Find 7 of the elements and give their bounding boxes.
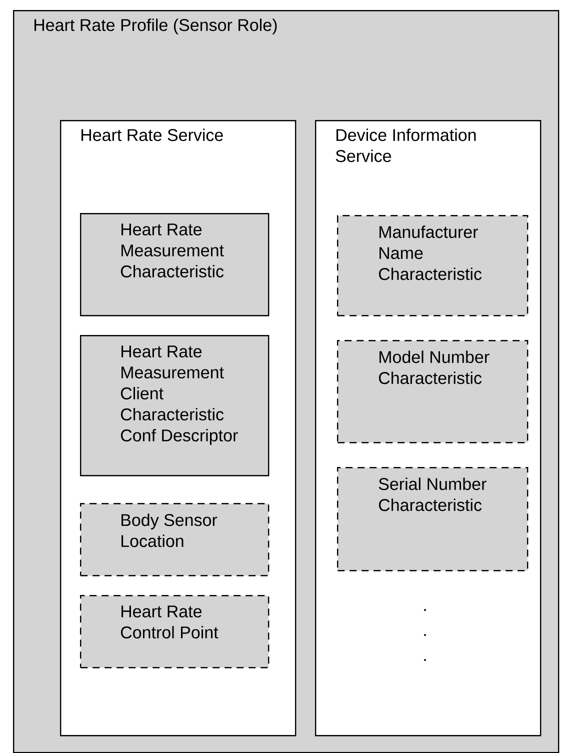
characteristic-box: Serial Number Characteristic [337, 467, 528, 572]
characteristic-box: Heart Rate Control Point [80, 595, 270, 668]
characteristic-box: Body Sensor Location [80, 503, 270, 576]
characteristic-box: Heart Rate Measurement Characteristic [80, 213, 270, 316]
characteristic-box: Manufacturer Name Characteristic [337, 215, 528, 316]
descriptor-box: Heart Rate Measurement Client Characteristic Conf Descriptor [80, 335, 270, 476]
characteristic-box: Model Number Characteristic [337, 340, 528, 444]
